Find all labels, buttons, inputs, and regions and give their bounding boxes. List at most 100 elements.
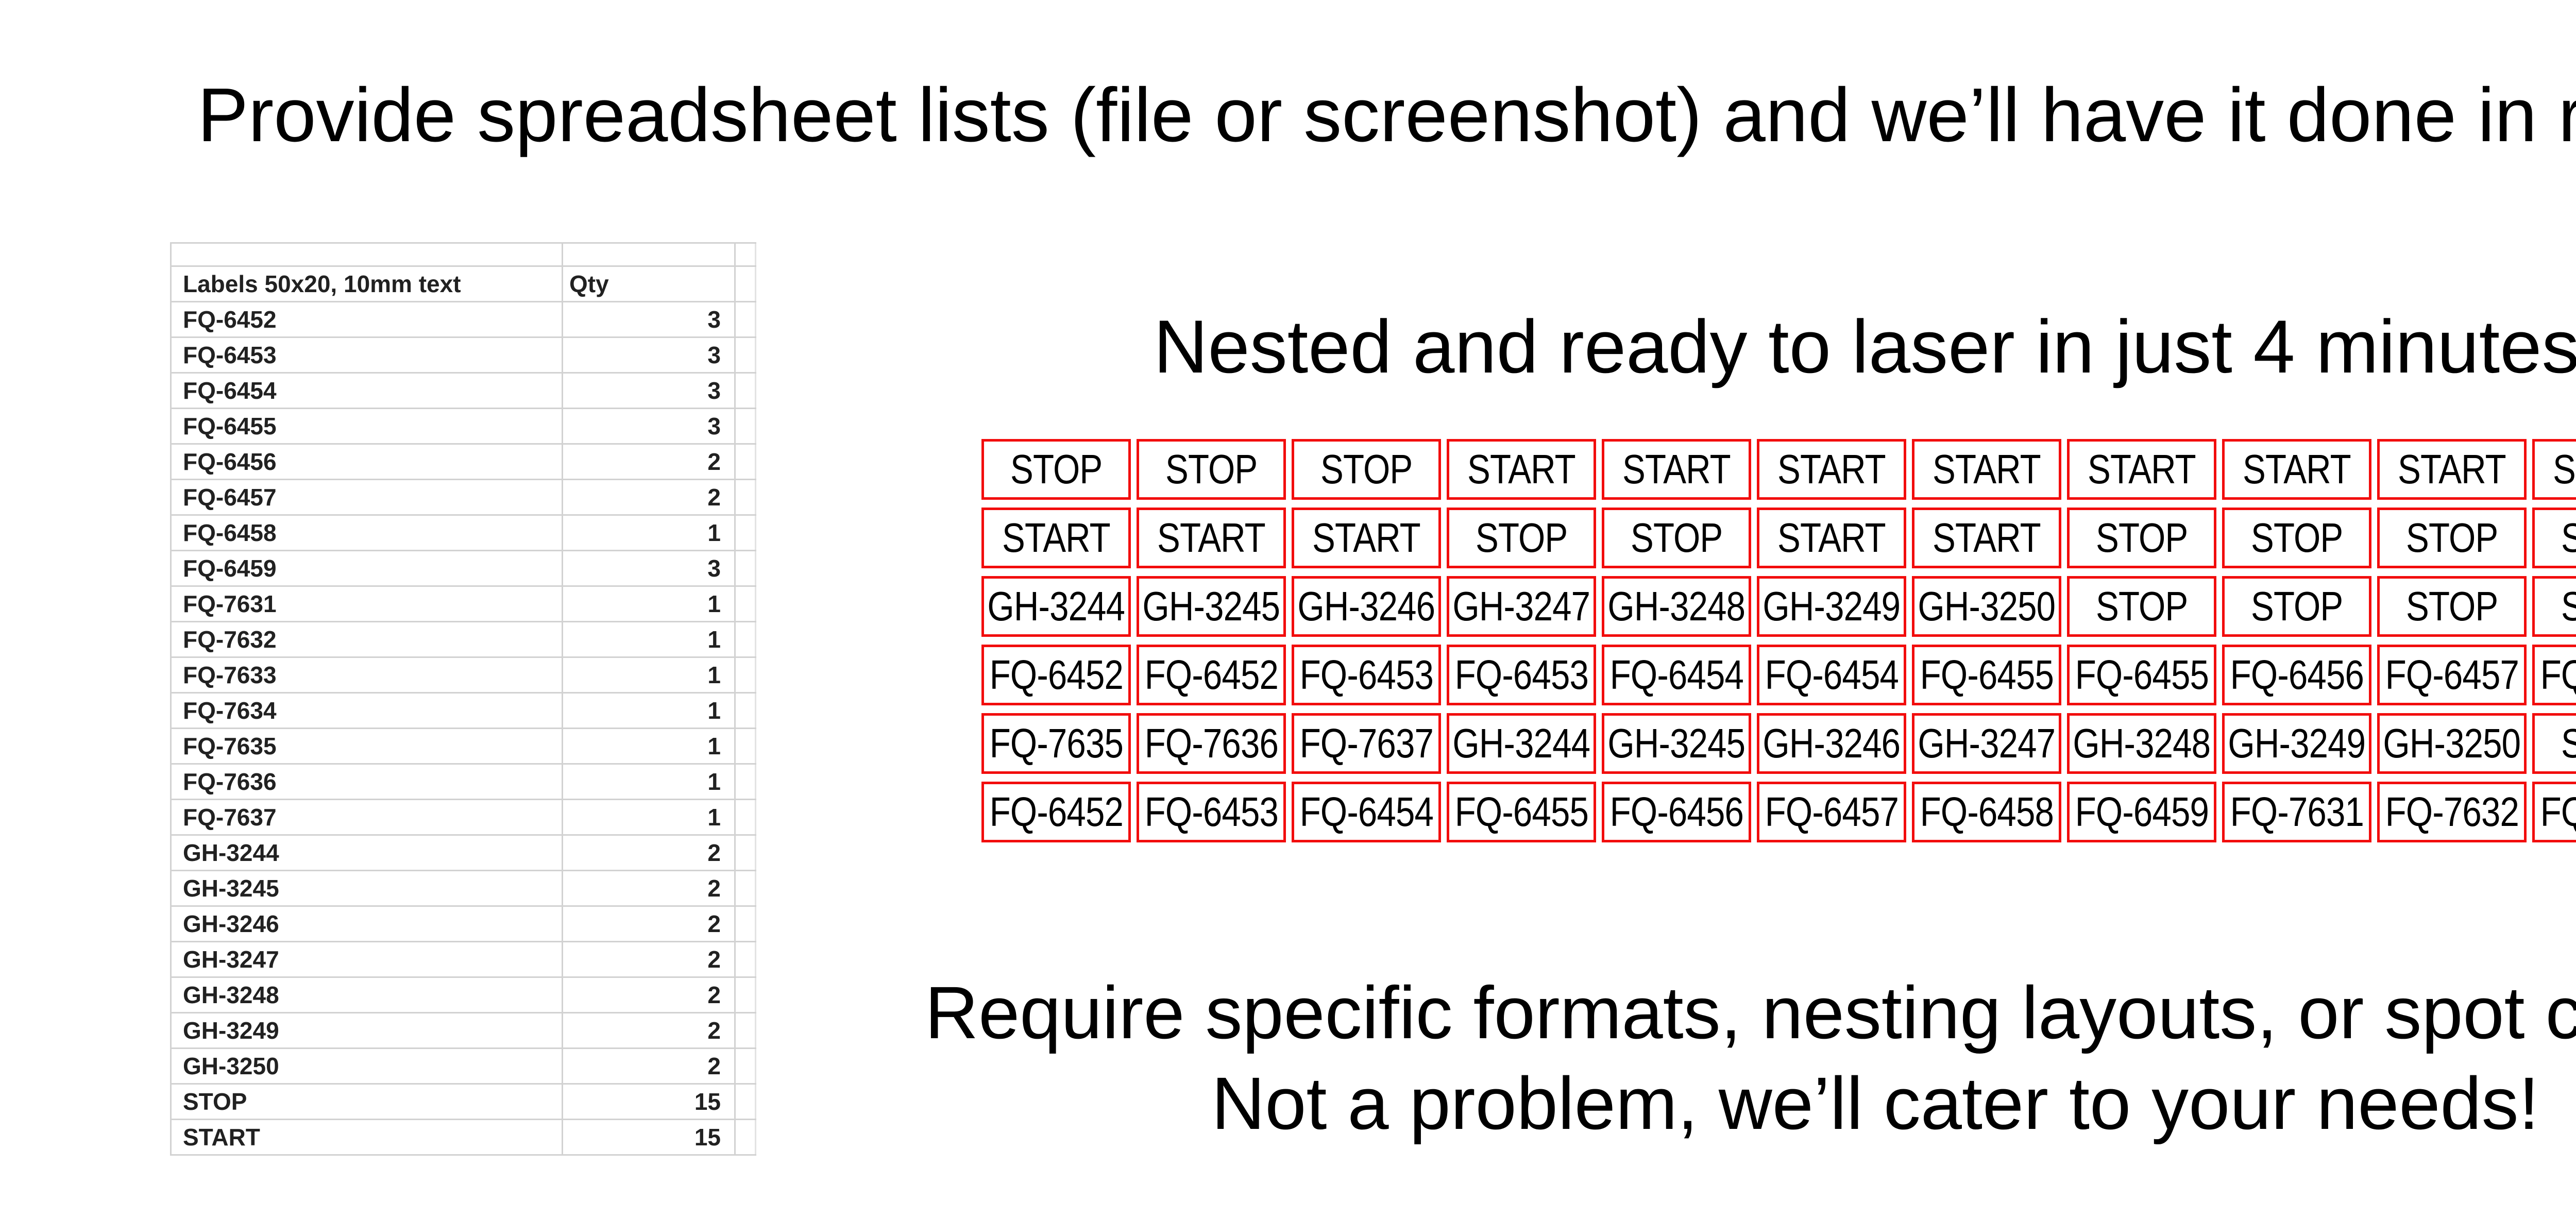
footer-text: Require specific formats, nesting layout… xyxy=(922,968,2576,1149)
sheet-cell-qty: 15 xyxy=(563,1085,736,1119)
label-cell: FQ-6455 xyxy=(1447,782,1596,842)
sheet-cell-label: GH-3249 xyxy=(172,1013,563,1047)
label-cell: FQ-6452 xyxy=(981,782,1131,842)
label-text: START xyxy=(1933,515,2041,561)
label-text: FQ-6456 xyxy=(1609,789,1743,835)
label-text: STOP xyxy=(2561,723,2576,764)
label-text: START xyxy=(1622,446,1731,492)
sheet-cell-label: FQ-7632 xyxy=(172,622,563,656)
label-cell: START xyxy=(1757,508,1906,568)
sheet-cell-qty: 1 xyxy=(563,587,736,621)
label-cell: GH-3245 xyxy=(1137,576,1286,637)
label-text: START xyxy=(1777,515,1886,561)
sheet-cell-label: FQ-6453 xyxy=(172,338,563,372)
sheet-header-row: Labels 50x20, 10mm text Qty xyxy=(172,267,756,302)
label-cell: START xyxy=(1292,508,1441,568)
label-text: START xyxy=(1157,515,1266,561)
sheet-cell-label: GH-3250 xyxy=(172,1049,563,1083)
label-text: FQ-7637 xyxy=(1299,720,1433,766)
label-cell: STOP xyxy=(2067,508,2216,568)
label-cell: FQ-7631 xyxy=(2222,782,2371,842)
label-cell: FQ-6455 xyxy=(1912,645,2061,705)
label-text: STOP xyxy=(2405,583,2498,629)
label-cell: START xyxy=(1447,439,1596,500)
label-text: FQ-6453 xyxy=(1144,789,1278,835)
sheet-cell-empty xyxy=(736,1049,756,1083)
label-cell: GH-3244 xyxy=(1447,713,1596,774)
label-cell: STOP xyxy=(2222,576,2371,637)
sheet-cell-empty xyxy=(736,765,756,799)
sheet-cell-qty: 3 xyxy=(563,409,736,443)
footer-line-1: Require specific formats, nesting layout… xyxy=(925,971,2576,1054)
label-cell: FQ-6459 xyxy=(2532,645,2576,705)
label-cell: GH-3248 xyxy=(2067,713,2216,774)
sheet-cell-empty xyxy=(736,907,756,941)
label-cell: FQ-6456 xyxy=(2222,645,2371,705)
sheet-cell-qty: 2 xyxy=(563,445,736,479)
label-cell: GH-3248 xyxy=(1602,576,1751,637)
sheet-cell-label: FQ-6454 xyxy=(172,374,563,408)
sheet-partial-row xyxy=(172,244,756,267)
sheet-cell-empty xyxy=(736,338,756,372)
label-cell: STOP xyxy=(2377,576,2527,637)
sheet-cell-empty xyxy=(736,551,756,585)
sheet-cell-empty xyxy=(736,1085,756,1119)
label-text: STOP xyxy=(1630,515,1723,561)
label-cell: GH-3246 xyxy=(1292,576,1441,637)
sheet-cell-empty xyxy=(736,587,756,621)
sheet-cell-label: GH-3244 xyxy=(172,836,563,870)
footer-line-2: Not a problem, we’ll cater to your needs… xyxy=(1211,1062,2539,1145)
label-cell: START xyxy=(1912,439,2061,500)
sheet-cell-qty: 2 xyxy=(563,978,736,1012)
label-cell: START xyxy=(1602,439,1751,500)
sheet-cell-empty xyxy=(736,800,756,834)
label-text: STOP xyxy=(2250,515,2343,561)
label-cell: STOP xyxy=(981,439,1131,500)
sheet-cell-label: FQ-7636 xyxy=(172,765,563,799)
label-text: STOP xyxy=(2250,583,2343,629)
label-text: START xyxy=(2553,446,2576,492)
label-text: FQ-6453 xyxy=(1454,652,1588,698)
label-text: GH-3247 xyxy=(1918,720,2056,766)
label-text: FQ-6452 xyxy=(1144,652,1278,698)
label-cell: FQ-6454 xyxy=(1602,645,1751,705)
label-text: START xyxy=(2088,446,2196,492)
label-text: FQ-6455 xyxy=(1920,652,2054,698)
label-text: FQ-6454 xyxy=(1765,652,1899,698)
sheet-cell-label: FQ-6452 xyxy=(172,302,563,336)
label-cell: START xyxy=(981,508,1131,568)
sheet-cell-qty: 2 xyxy=(563,480,736,514)
label-cell: GH-3250 xyxy=(1912,576,2061,637)
sheet-cell-qty: 1 xyxy=(563,694,736,728)
label-text: FQ-6454 xyxy=(1299,789,1433,835)
label-text: GH-3246 xyxy=(1297,583,1436,629)
label-cell: STOP xyxy=(2532,576,2576,637)
label-cell: STOP xyxy=(1292,439,1441,500)
label-cell: FQ-6453 xyxy=(1292,645,1441,705)
label-text: GH-3245 xyxy=(1607,720,1746,766)
label-cell: FQ-6457 xyxy=(2377,645,2527,705)
sheet-cell-qty: 1 xyxy=(563,729,736,763)
label-text: FQ-6459 xyxy=(2075,789,2209,835)
sheet-cell-qty: 2 xyxy=(563,871,736,905)
sheet-cell-label: STOP xyxy=(172,1085,563,1119)
label-cell: FQ-6459 xyxy=(2067,782,2216,842)
label-text: GH-3248 xyxy=(1607,583,1746,629)
label-text: FQ-6456 xyxy=(2230,652,2364,698)
sheet-cell-label: FQ-7633 xyxy=(172,658,563,692)
label-cell: START xyxy=(2067,439,2216,500)
sheet-cell-empty xyxy=(736,374,756,408)
label-cell: STOP xyxy=(1447,508,1596,568)
label-cell: FQ-6452 xyxy=(981,645,1131,705)
sheet-cell-qty: 3 xyxy=(563,374,736,408)
label-text: GH-3245 xyxy=(1142,583,1281,629)
label-text: GH-3249 xyxy=(2228,720,2366,766)
label-text: FQ-6459 xyxy=(2540,652,2576,698)
sheet-cell-qty: 1 xyxy=(563,622,736,656)
